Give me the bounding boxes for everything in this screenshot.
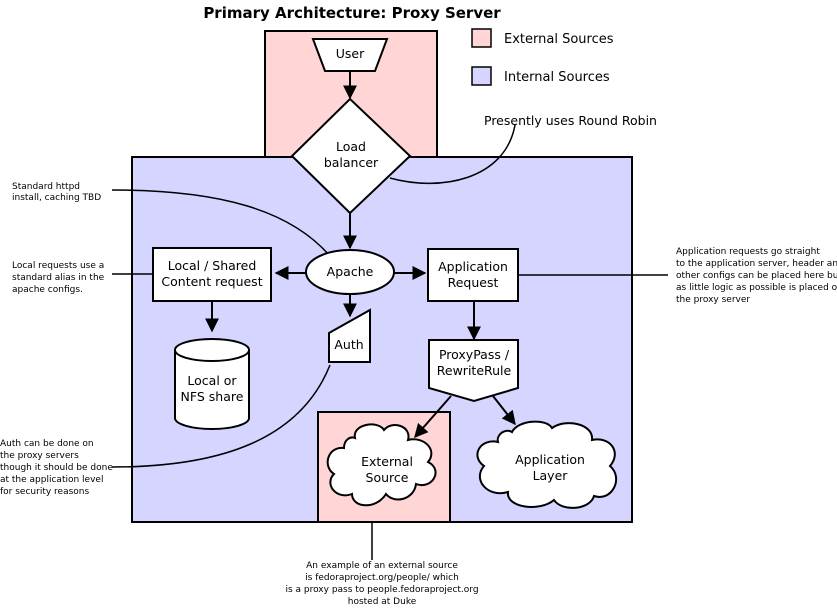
auth-note-line5: for security reasons: [0, 487, 89, 497]
local-requests-note-line1: Local requests use a: [12, 261, 104, 271]
proxypass-label-line1: ProxyPass /: [439, 347, 510, 362]
local-nfs-share-node: Local or NFS share: [174, 338, 250, 430]
round-robin-connector: [389, 124, 516, 185]
external-source-label-line1: External: [361, 454, 413, 469]
auth-note-line4: at the application level: [0, 475, 103, 485]
application-requests-note-line3: other configs can be placed here but: [676, 271, 837, 281]
apache-label: Apache: [327, 264, 374, 279]
load-balancer-node: Load balancer: [290, 97, 412, 215]
external-note-line2: is fedoraproject.org/people/ which: [305, 573, 459, 583]
auth-note-line2: the proxy servers: [0, 451, 79, 461]
arrow-proxypass-to-external: [414, 395, 452, 439]
auth-note-line1: Auth can be done on: [0, 439, 94, 449]
application-requests-note-line1: Application requests go straight: [676, 247, 820, 257]
application-request-node: Application Request: [427, 248, 519, 302]
httpd-note-line2: install, caching TBD: [12, 193, 101, 203]
local-requests-note-line3: apache configs.: [12, 285, 83, 295]
local-requests-note-line2: standard alias in the: [12, 273, 105, 283]
legend-internal-swatch: [471, 66, 492, 86]
external-source-node: External Source: [326, 423, 437, 507]
application-requests-note-line4: as little logic as possible is placed on: [676, 283, 837, 293]
auth-note: Auth can be done on the proxy servers th…: [0, 439, 113, 497]
legend-external-label: External Sources: [504, 32, 614, 47]
user-label: User: [336, 46, 365, 61]
local-shared-node: Local / Shared Content request: [152, 247, 272, 302]
local-shared-label-line1: Local / Shared: [168, 258, 257, 273]
local-nfs-label-line2: NFS share: [181, 389, 244, 404]
application-requests-note-line5: the proxy server: [676, 295, 750, 305]
application-request-label-line1: Application: [438, 259, 508, 274]
auth-label: Auth: [334, 337, 363, 352]
external-source-note: An example of an external source is fedo…: [285, 561, 478, 607]
application-layer-label-line1: Application: [515, 452, 585, 467]
application-layer-label-line2: Layer: [533, 468, 569, 483]
application-requests-note-line2: to the application server, header and: [676, 259, 837, 269]
httpd-note: Standard httpd install, caching TBD: [12, 182, 101, 203]
local-shared-label-line2: Content request: [161, 274, 262, 289]
auth-node: Auth: [328, 308, 371, 363]
diagram-title: Primary Architecture: Proxy Server: [203, 4, 501, 22]
application-request-label-line2: Request: [448, 275, 499, 290]
local-nfs-label-line1: Local or: [187, 373, 237, 388]
httpd-note-connector: [111, 189, 331, 257]
legend-internal-label: Internal Sources: [504, 70, 610, 85]
user-node: User: [311, 38, 389, 72]
load-balancer-label-line1: Load: [336, 139, 366, 154]
external-source-label-line2: Source: [366, 470, 409, 485]
legend-external-swatch: [471, 28, 492, 48]
load-balancer-label-line2: balancer: [324, 155, 379, 170]
arrow-proxypass-to-application-layer: [492, 395, 516, 426]
local-requests-note: Local requests use a standard alias in t…: [12, 261, 105, 295]
external-note-line4: hosted at Duke: [348, 597, 417, 607]
external-note-line1: An example of an external source: [306, 561, 458, 571]
auth-note-line3: though it should be done: [0, 463, 113, 473]
auth-note-connector: [111, 364, 331, 468]
httpd-note-line1: Standard httpd: [12, 182, 80, 192]
proxypass-label-line2: RewriteRule: [437, 363, 512, 378]
round-robin-note: Presently uses Round Robin: [484, 113, 657, 128]
application-layer-node: Application Layer: [476, 420, 618, 509]
external-note-line3: is a proxy pass to people.fedoraproject.…: [285, 585, 478, 595]
proxypass-node: ProxyPass / RewriteRule: [428, 339, 519, 403]
apache-node: Apache: [305, 249, 395, 295]
application-requests-note: Application requests go straight to the …: [676, 247, 837, 305]
